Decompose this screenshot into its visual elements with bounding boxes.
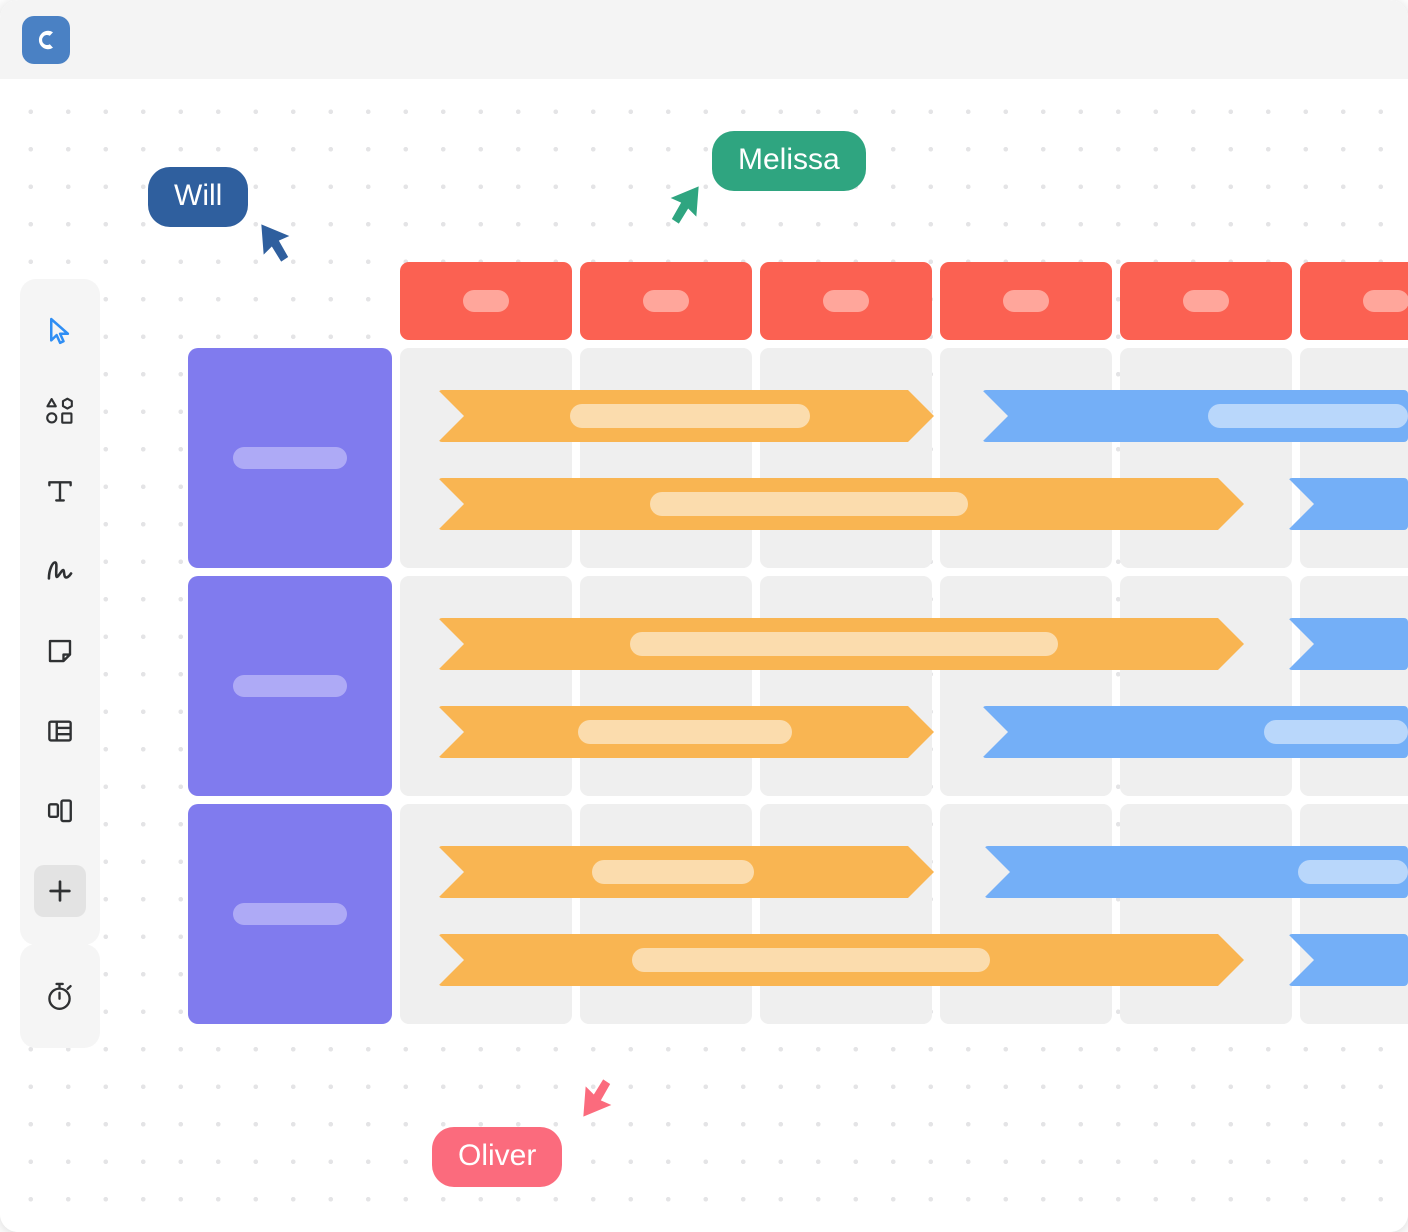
task-bar[interactable] [982, 706, 1408, 758]
cursor-icon [45, 316, 75, 346]
tool-palette [20, 279, 100, 945]
grid-cell[interactable] [1120, 576, 1292, 796]
timer-palette [20, 944, 100, 1048]
shapes-icon [44, 395, 76, 427]
task-bar[interactable] [438, 934, 1244, 986]
clickup-c-logo-icon[interactable] [22, 16, 70, 64]
row-header-placeholder [233, 903, 347, 925]
task-bar-placeholder [1264, 720, 1408, 744]
grid-cell[interactable] [400, 576, 572, 796]
task-bar-placeholder [630, 632, 1058, 656]
task-bar[interactable] [1288, 478, 1408, 530]
task-bar-placeholder [1208, 404, 1408, 428]
cursor-pointer-icon-melissa [658, 184, 702, 231]
cursor-label-melissa: Melissa [712, 131, 866, 191]
grid-cell[interactable] [760, 576, 932, 796]
task-bar-placeholder [632, 948, 990, 972]
grid-cell[interactable] [400, 348, 572, 568]
select-tool[interactable] [34, 305, 86, 357]
row-header-placeholder [233, 447, 347, 469]
note-tool[interactable] [34, 625, 86, 677]
cursor-label-oliver: Oliver [432, 1127, 563, 1187]
row-header-placeholder [233, 675, 347, 697]
grid-cell[interactable] [1300, 576, 1408, 796]
task-bar-placeholder [570, 404, 810, 428]
task-bar-fill [1288, 618, 1408, 670]
cursor-pointer-icon-will [258, 222, 302, 269]
task-bar-fill [1288, 934, 1408, 986]
text-tool[interactable] [34, 465, 86, 517]
task-bar-fill [1288, 478, 1408, 530]
column-header-placeholder [1003, 290, 1049, 312]
row-header[interactable] [188, 804, 392, 1024]
add-tool[interactable] [34, 865, 86, 917]
task-bar[interactable] [438, 390, 934, 442]
text-t-icon [45, 476, 75, 506]
task-bar-placeholder [578, 720, 792, 744]
grid-cell[interactable] [580, 348, 752, 568]
grid-cell[interactable] [580, 804, 752, 1024]
task-bar[interactable] [438, 618, 1244, 670]
column-header[interactable] [1120, 262, 1292, 340]
task-bar[interactable] [1288, 934, 1408, 986]
task-bar-placeholder [592, 860, 754, 884]
task-bar-placeholder [1298, 860, 1408, 884]
column-header-placeholder [643, 290, 689, 312]
task-bar[interactable] [984, 846, 1408, 898]
task-bar[interactable] [982, 390, 1408, 442]
grid-cell[interactable] [400, 804, 572, 1024]
plus-icon [46, 877, 74, 905]
grid-cell[interactable] [1300, 348, 1408, 568]
grid-cell[interactable] [760, 804, 932, 1024]
task-bar[interactable] [438, 706, 934, 758]
timer-tool[interactable] [34, 970, 86, 1022]
cursor-label-will: Will [148, 167, 249, 227]
grid-cell[interactable] [580, 576, 752, 796]
grid-cell[interactable] [1120, 348, 1292, 568]
grid-cell[interactable] [940, 348, 1112, 568]
draw-tool[interactable] [34, 545, 86, 597]
column-header[interactable] [940, 262, 1112, 340]
column-header-placeholder [463, 290, 509, 312]
grid-cell[interactable] [940, 804, 1112, 1024]
stopwatch-icon [44, 980, 76, 1012]
grid-cell[interactable] [1300, 804, 1408, 1024]
column-header[interactable] [400, 262, 572, 340]
column-header-placeholder [1183, 290, 1229, 312]
columns-icon [45, 796, 75, 826]
column-header-placeholder [1363, 290, 1408, 312]
task-bar-placeholder [650, 492, 968, 516]
column-header-placeholder [823, 290, 869, 312]
table-grid-icon [45, 716, 75, 746]
grid-cell[interactable] [940, 576, 1112, 796]
grid-cell[interactable] [760, 348, 932, 568]
grid-cell[interactable] [1120, 804, 1292, 1024]
column-header[interactable] [580, 262, 752, 340]
pen-scribble-icon [44, 555, 76, 587]
task-bar[interactable] [1288, 618, 1408, 670]
task-bar[interactable] [438, 846, 934, 898]
task-bar[interactable] [438, 478, 1244, 530]
row-header[interactable] [188, 576, 392, 796]
frame-tool[interactable] [34, 785, 86, 837]
shapes-tool[interactable] [34, 385, 86, 437]
row-header[interactable] [188, 348, 392, 568]
column-header[interactable] [1300, 262, 1408, 340]
cursor-pointer-icon-oliver [580, 1077, 624, 1124]
app-header [0, 0, 1408, 80]
column-header[interactable] [760, 262, 932, 340]
table-tool[interactable] [34, 705, 86, 757]
sticky-note-icon [45, 636, 75, 666]
